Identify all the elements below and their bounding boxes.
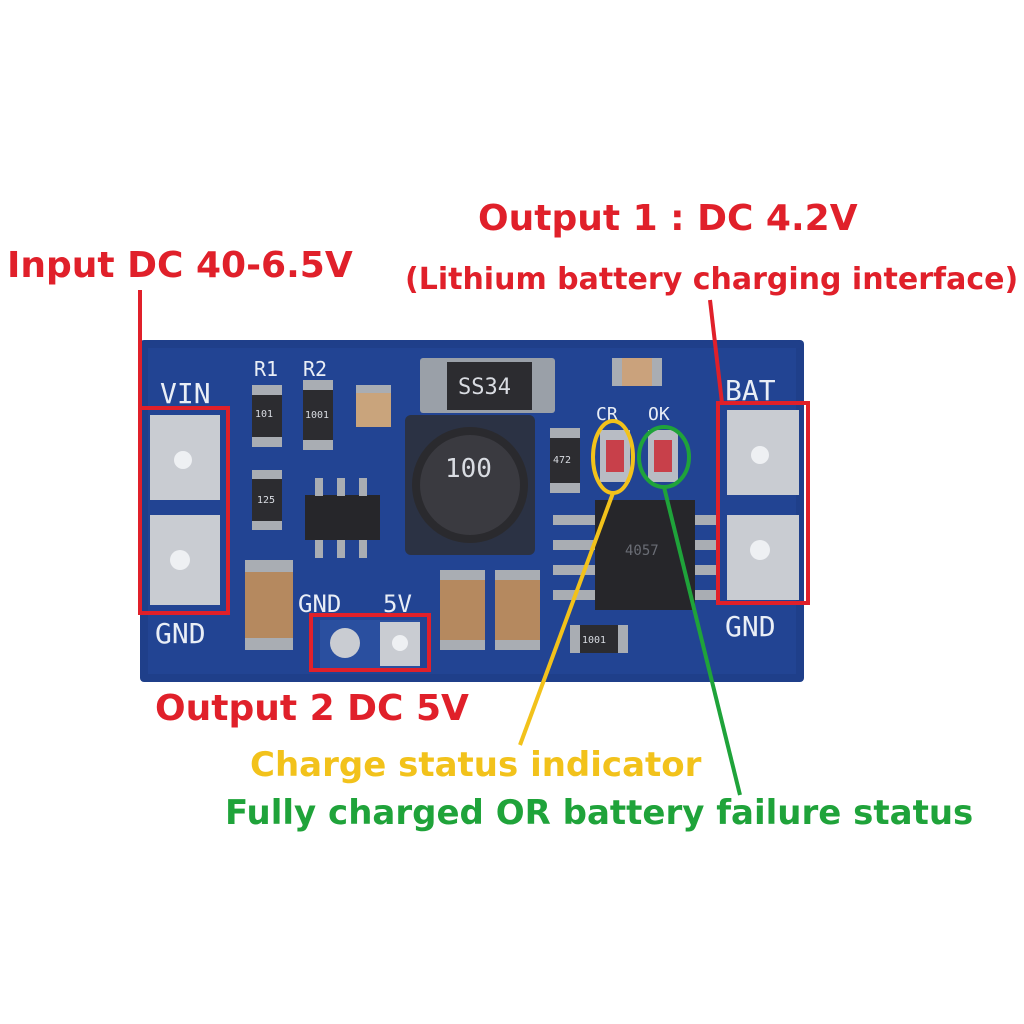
resistor-marking-e: 1001: [582, 635, 606, 646]
charge-pointer-line: [518, 492, 615, 746]
charger-ic: [595, 500, 695, 610]
silk-ok: OK: [648, 404, 670, 425]
resistor-marking-d: 472: [553, 455, 571, 466]
charge-led: [606, 440, 624, 472]
gnd-output-pad: [330, 628, 360, 658]
inductor-marking: 100: [445, 454, 492, 484]
silk-gnd-left: GND: [155, 617, 206, 650]
full-status-label: Fully charged OR battery failure status: [225, 793, 974, 833]
ic-marking: 4057: [625, 543, 659, 559]
ok-led: [654, 440, 672, 472]
resistor-marking-c: 125: [257, 495, 275, 506]
input-label: Input DC 40-6.5V: [7, 245, 353, 286]
ok-pointer-line: [662, 486, 742, 796]
output1-label: Output 1 : DC 4.2V: [478, 198, 858, 239]
output1-highlight-box: [716, 401, 810, 605]
input-highlight-box: [138, 406, 230, 615]
silk-vin: VIN: [160, 377, 211, 410]
capacitor: [245, 560, 293, 650]
silk-r2: R2: [303, 357, 327, 381]
silk-gnd-right: GND: [725, 610, 776, 643]
output1-sublabel: (Lithium battery charging interface): [405, 262, 1019, 297]
output1-pointer-line: [708, 299, 724, 404]
output2-label: Output 2 DC 5V: [155, 688, 469, 729]
diode-marking: SS34: [458, 375, 511, 400]
diode-ss34: [447, 362, 532, 410]
output2-highlight-box: [309, 613, 431, 672]
resistor-marking-b: 1001: [305, 410, 329, 421]
resistor-marking-a: 101: [255, 409, 273, 420]
charge-indicator-label: Charge status indicator: [250, 745, 702, 785]
silk-r1: R1: [254, 357, 278, 381]
